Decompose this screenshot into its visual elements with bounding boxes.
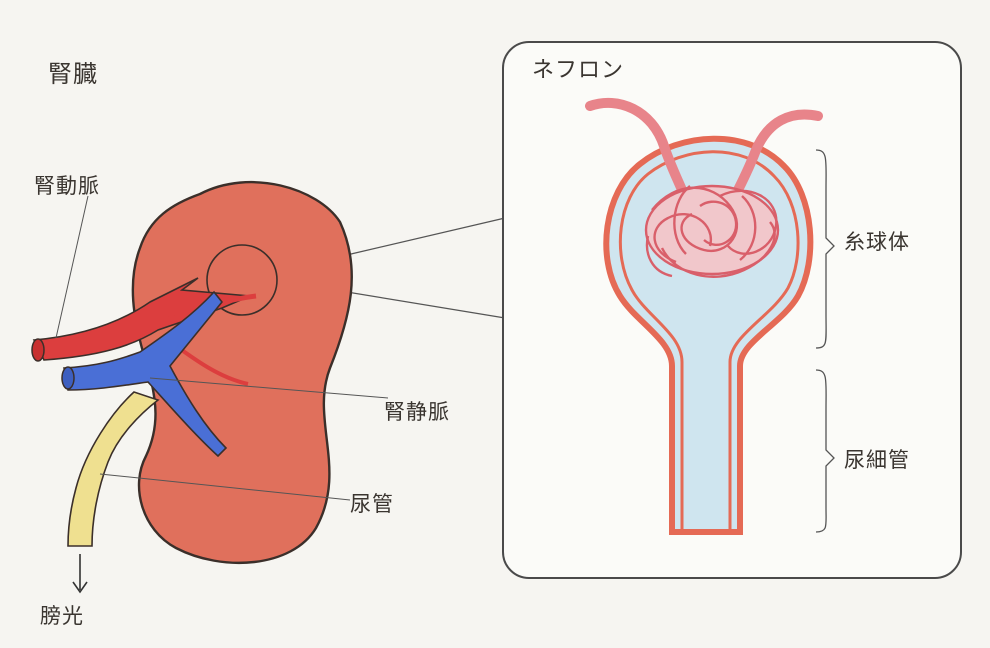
leader-renal-vein xyxy=(149,377,389,399)
label-glomerulus: 糸球体 xyxy=(844,230,910,254)
renal-artery-end xyxy=(31,338,45,362)
brace-tubule xyxy=(815,369,835,533)
brace-glomerulus xyxy=(815,149,835,349)
renal-vein-end xyxy=(61,366,75,390)
renal-artery xyxy=(32,277,251,361)
label-renal-vein: 腎静脈 xyxy=(384,400,450,424)
afferent-arteriole xyxy=(585,97,687,195)
efferent-arteriole xyxy=(733,109,823,195)
kidney-body xyxy=(131,180,353,565)
zoom-circle xyxy=(206,244,278,316)
label-renal-artery: 腎動脈 xyxy=(34,174,100,198)
leader-renal-artery xyxy=(55,195,89,339)
bladder-arrow-head xyxy=(72,581,88,594)
glomerulus-tuft xyxy=(644,184,780,278)
ureter xyxy=(67,391,160,547)
renal-vein xyxy=(63,290,228,458)
bowman-capsule-inner xyxy=(618,150,800,532)
nephron-title: ネフロン xyxy=(532,58,625,83)
leader-ureter xyxy=(99,473,351,501)
kidney-title: 腎臓 xyxy=(48,60,98,88)
label-ureter: 尿管 xyxy=(350,492,394,516)
label-tubule: 尿細管 xyxy=(844,448,910,472)
label-bladder: 膀光 xyxy=(40,604,84,628)
